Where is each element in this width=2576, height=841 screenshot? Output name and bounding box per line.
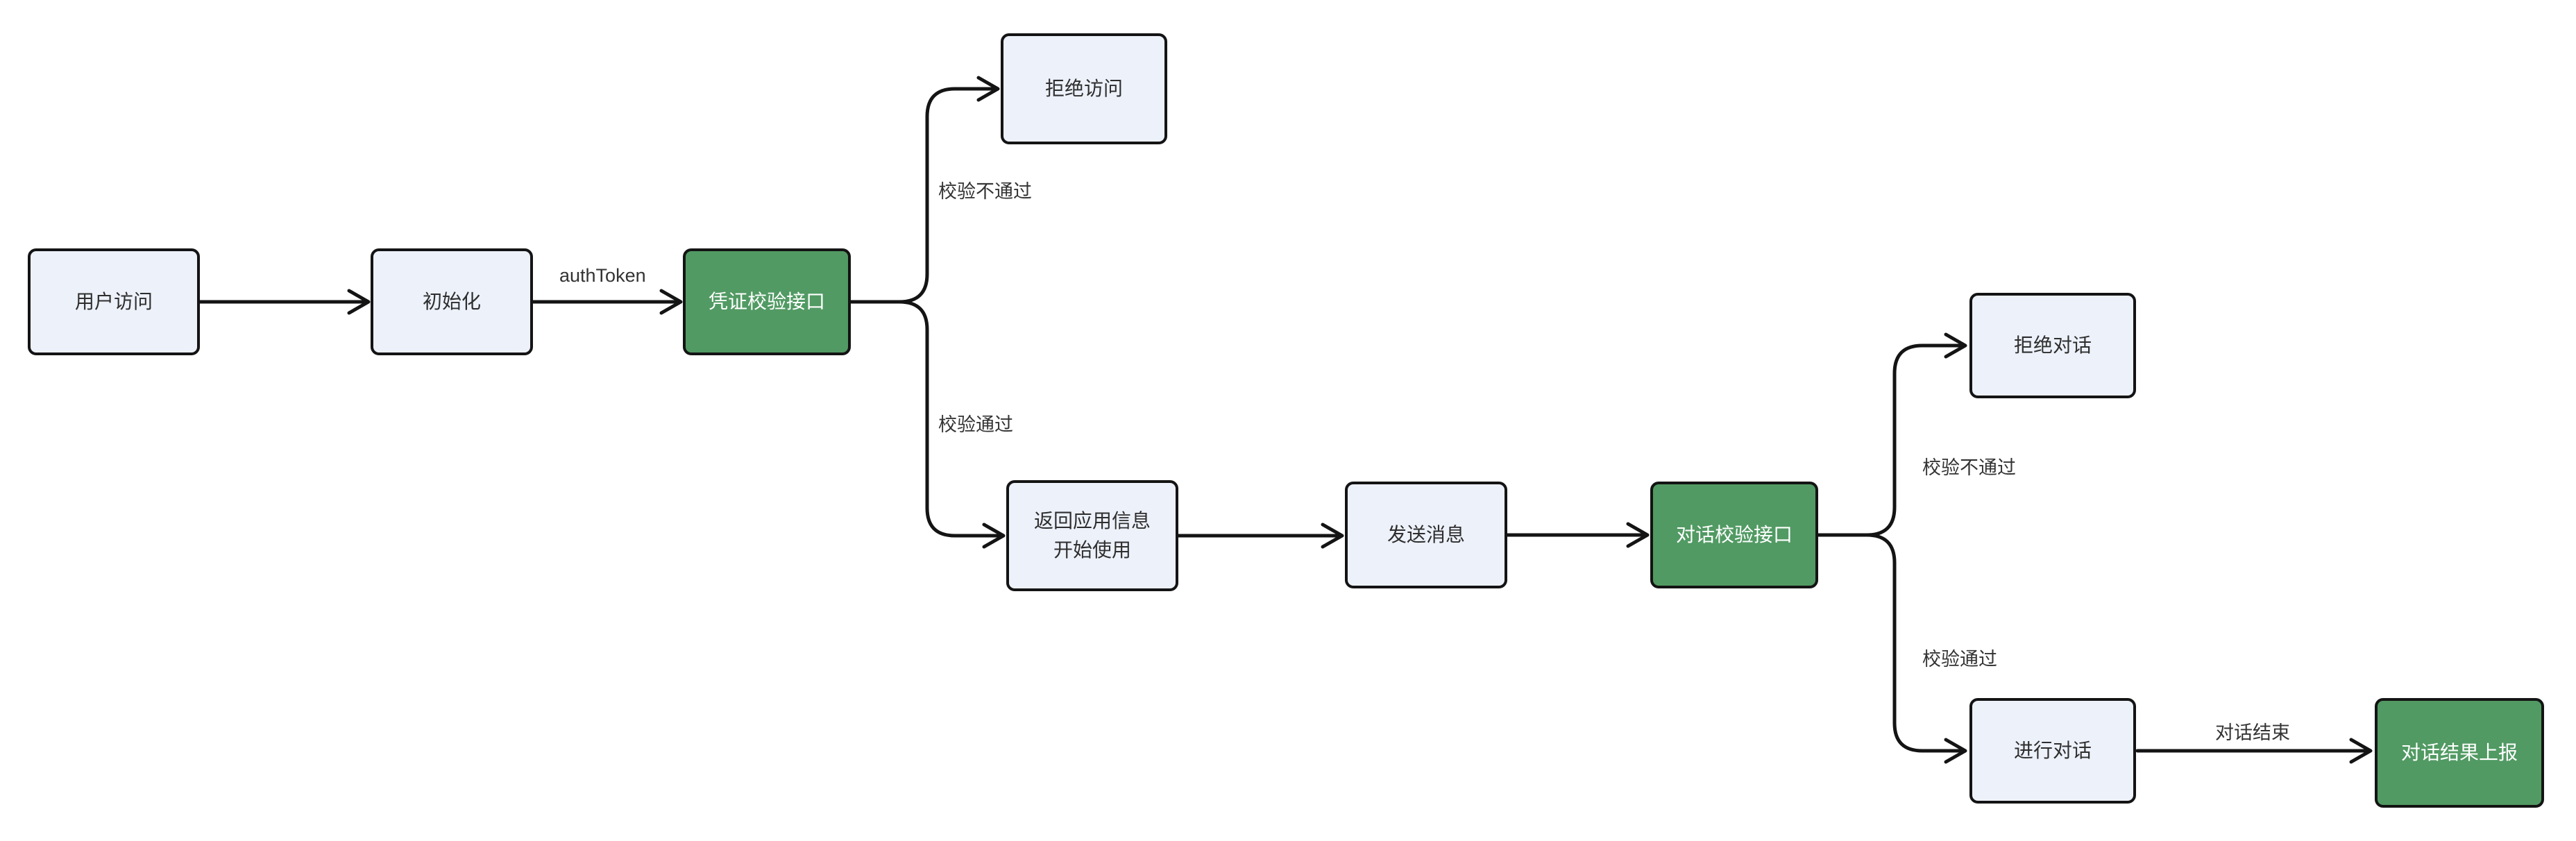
arrow-head [1944, 332, 1967, 359]
arrow-head [347, 289, 371, 315]
edge-label-auth-token: authToken [559, 265, 646, 286]
edge-label-dialog-end: 对话结束 [2215, 722, 2290, 743]
arrow-head [982, 523, 1006, 549]
node-conduct-dialog: 进行对话 [1969, 698, 2136, 804]
node-dialog-result-report: 对话结果上报 [2375, 698, 2544, 808]
edge-label-check-fail-1: 校验不通过 [938, 181, 1032, 202]
arrow-head [976, 76, 1000, 102]
node-dialog-check-api: 对话校验接口 [1650, 482, 1818, 588]
node-send-message: 发送消息 [1345, 482, 1507, 588]
arrow-head [1321, 523, 1344, 549]
arrow-head [2349, 738, 2373, 764]
edge-dialog-check-to-conduct-dialog [1816, 533, 1963, 753]
edge-label-check-fail-2: 校验不通过 [1922, 457, 2016, 478]
node-credential-check-api: 凭证校验接口 [683, 248, 851, 355]
edge-dialog-check-to-deny-dialog [1816, 343, 1963, 537]
edge-credential-check-to-return-app-info [849, 300, 1001, 538]
arrow-head [1944, 738, 1967, 764]
node-deny-dialog: 拒绝对话 [1969, 293, 2136, 398]
edge-label-check-pass-1: 校验通过 [938, 414, 1013, 435]
arrow-head [659, 289, 683, 315]
node-return-app-info: 返回应用信息 开始使用 [1006, 480, 1178, 591]
node-init: 初始化 [371, 248, 533, 355]
arrow-head [1626, 522, 1650, 548]
node-deny-access: 拒绝访问 [1001, 33, 1167, 144]
edge-label-check-pass-2: 校验通过 [1922, 649, 1997, 670]
node-user-access: 用户访问 [28, 248, 200, 355]
edge-credential-check-to-deny-access [849, 87, 996, 304]
